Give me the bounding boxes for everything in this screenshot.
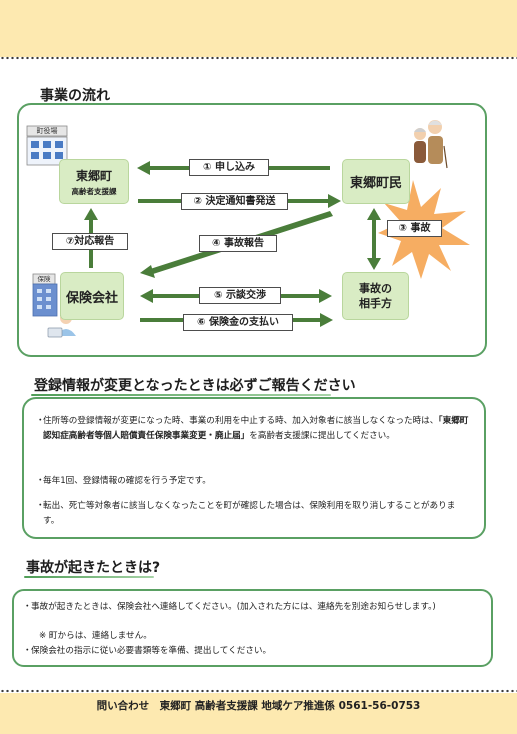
header-band <box>0 0 517 57</box>
counterparty-node: 事故の 相手方 <box>342 272 409 320</box>
accident-item1-bullet: ・ <box>23 602 32 612</box>
change-notice-title: 登録情報が変更となったときは必ずご報告ください <box>34 378 356 394</box>
step-6-label: ⑥ 保険金の支払い <box>183 314 293 331</box>
step-4-label: ④ 事故報告 <box>199 235 277 252</box>
accident-item1-text: 事故が起きたときは、保険会社へ連絡してください。(加入された方には、連絡先を別途… <box>31 602 436 612</box>
accident-item2-text: 保険会社の指示に従い必要書類等を準備、提出してください。 <box>31 646 272 656</box>
step-1-label: ① 申し込み <box>189 159 269 176</box>
change-item1-bullet: ・ <box>36 416 45 426</box>
change-notice-box <box>22 397 486 539</box>
town-hall-sign: 町役場 <box>36 127 58 135</box>
accident-title: 事故が起きたときは? <box>26 560 161 576</box>
resident-node: 東郷町民 <box>342 159 410 204</box>
counterparty-line2: 相手方 <box>359 297 392 310</box>
town-office-node: 東郷町 高齢者支援課 <box>59 159 129 204</box>
footer-band <box>0 693 517 734</box>
resident-name: 東郷町民 <box>349 176 402 191</box>
insurance-sign: 保険 <box>37 275 51 283</box>
accident-note: ※ 町からは、連絡しません。 <box>39 631 152 641</box>
town-hall-icon <box>26 125 68 166</box>
change-item2-text: 毎年1回、登録情報の確認を行う予定です。 <box>43 476 211 486</box>
step-2-label: ② 決定通知書発送 <box>181 193 288 210</box>
header-dotted-rule <box>0 56 517 60</box>
change-item3-text: 転出、死亡等対象者に該当しなくなったことを町が確認した場合は、保険利用を取り消し… <box>43 501 456 526</box>
step-7-label: ⑦対応報告 <box>52 233 128 250</box>
change-form-name: 「東郷町認知症高齢者等個人賠償責任保険事業変更・廃止届」 <box>43 416 469 441</box>
change-item3-bullet: ・ <box>36 501 45 511</box>
town-office-dept: 高齢者支援課 <box>71 186 117 196</box>
town-office-name: 東郷町 <box>75 168 112 183</box>
accident-item2-bullet: ・ <box>23 646 32 656</box>
step-3-label: ③ 事故 <box>387 220 442 237</box>
footer-dotted-rule <box>0 689 517 693</box>
step-5-label: ⑤ 示談交渉 <box>199 287 281 304</box>
insurance-building-icon <box>32 273 58 317</box>
change-item2-bullet: ・ <box>36 476 45 486</box>
counterparty-line1: 事故の <box>359 282 392 295</box>
accident-box <box>12 589 493 667</box>
insurance-company-node: 保険会社 <box>60 272 124 320</box>
insurance-company-name: 保険会社 <box>65 290 118 306</box>
contact-info: 問い合わせ 東郷町 高齢者支援課 地域ケア推進係 0561-56-0753 <box>96 700 421 712</box>
elderly-couple-icon <box>414 120 448 169</box>
change-item1-text: 住所等の登録情報が変更になった時、事業の利用を中止する時、加入対象者に該当しなく… <box>43 416 469 441</box>
flow-section-title: 事業の流れ <box>40 88 110 104</box>
accident-title-underline <box>24 576 154 578</box>
change-notice-underline <box>31 394 331 396</box>
